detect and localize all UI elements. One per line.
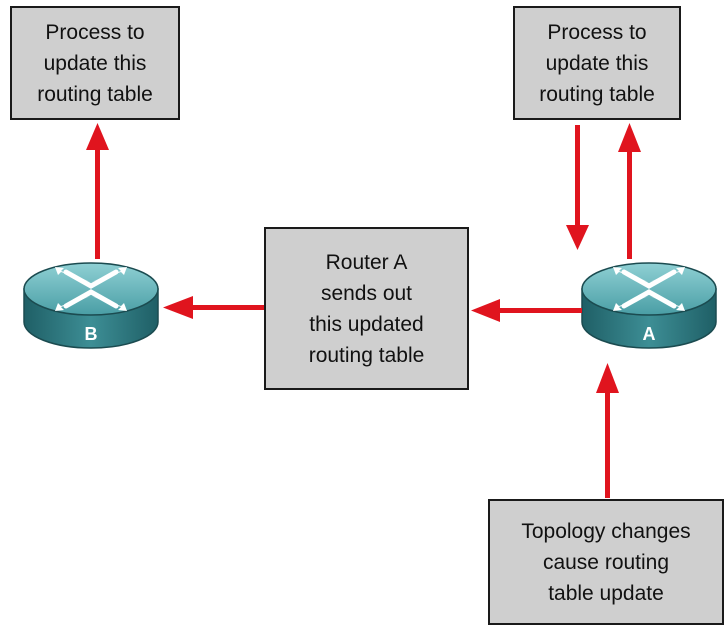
- process-box-b-line-2: update this: [43, 51, 147, 75]
- process-box-router-a: Process to update this routing table: [513, 6, 681, 120]
- arrow-process-to-a: [566, 125, 589, 250]
- router-b-label: B: [85, 324, 98, 344]
- arrow-b-to-process: [86, 123, 109, 259]
- process-box-a-line-1: Process to: [547, 20, 647, 44]
- arrow-a-to-center: [471, 299, 582, 322]
- process-box-b-line-1: Process to: [45, 20, 145, 44]
- topology-box-line-2: cause routing: [542, 550, 670, 574]
- topology-change-box: Topology changes cause routing table upd…: [488, 499, 724, 625]
- send-update-box: Router A sends out this updated routing …: [264, 227, 469, 390]
- router-b: B: [23, 262, 159, 349]
- send-box-line-2: sends out: [320, 281, 413, 305]
- process-box-a-line-3: routing table: [539, 82, 655, 106]
- process-box-a-line-2: update this: [545, 51, 649, 75]
- topology-box-line-3: table update: [548, 581, 664, 605]
- topology-box-line-1: Topology changes: [521, 519, 691, 543]
- arrow-a-to-process: [618, 123, 641, 259]
- router-icon: [23, 262, 159, 349]
- router-a: A: [581, 262, 717, 349]
- send-box-line-3: this updated: [309, 312, 424, 336]
- process-box-b-line-3: routing table: [37, 82, 153, 106]
- send-box-line-4: routing table: [308, 343, 425, 367]
- router-icon: [581, 262, 717, 349]
- process-box-router-b: Process to update this routing table: [10, 6, 180, 120]
- arrow-center-to-b: [163, 296, 264, 319]
- send-box-line-1: Router A: [325, 250, 408, 274]
- router-a-label: A: [643, 324, 656, 344]
- arrow-topology-to-a: [596, 363, 619, 498]
